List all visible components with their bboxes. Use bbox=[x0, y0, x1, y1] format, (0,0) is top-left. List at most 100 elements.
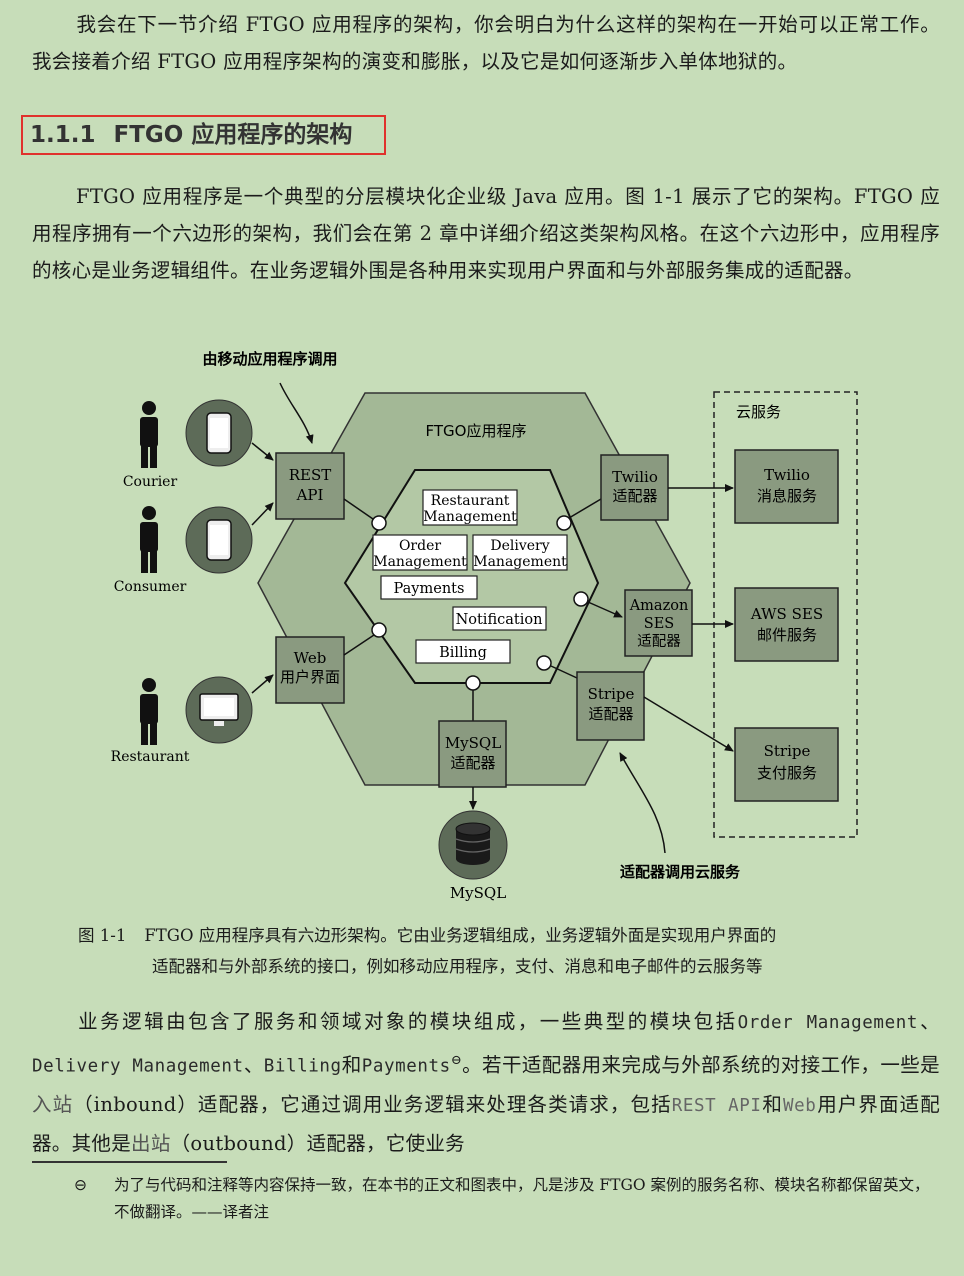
annotation-cloud: 适配器调用云服务 bbox=[620, 863, 741, 881]
order-module-line1: Order bbox=[399, 538, 441, 554]
rest-port bbox=[371, 515, 387, 531]
order-management-module bbox=[372, 534, 468, 571]
term-outbound: 出站 bbox=[131, 1131, 171, 1155]
architecture-paragraph: FTGO 应用程序是一个典型的分层模块化企业级 Java 应用。图 1-1 展示… bbox=[32, 185, 940, 282]
code-web: Web bbox=[782, 1095, 817, 1116]
restaurant-monitor-stand bbox=[214, 721, 224, 726]
database-icon bbox=[438, 810, 508, 880]
database-band-2 bbox=[455, 848, 491, 853]
restaurant-management-module bbox=[422, 489, 518, 526]
amazon-port bbox=[573, 591, 589, 607]
consumer-head bbox=[142, 506, 156, 520]
amazon-ses-adapter bbox=[624, 589, 693, 657]
term-inbound: 入站 bbox=[32, 1092, 74, 1116]
restaurant-head bbox=[142, 678, 156, 692]
twilio-port bbox=[556, 515, 572, 531]
consumer-body bbox=[140, 522, 158, 552]
footnote-text: 为了与代码和注释等内容保持一致，在本书的正文和图表中，凡是涉及 FTGO 案例的… bbox=[114, 1176, 930, 1221]
web-ui-line2: 用户界面 bbox=[280, 668, 340, 686]
stripe-adapter bbox=[576, 671, 645, 741]
section-number: 1.1.1 bbox=[30, 122, 96, 148]
web-ui-adapter bbox=[275, 636, 345, 704]
twilio-adapter-line2: 适配器 bbox=[612, 487, 657, 505]
restaurant-monitor-icon bbox=[185, 676, 253, 744]
cloud-label: 云服务 bbox=[736, 403, 781, 421]
mysql-adapter bbox=[438, 720, 507, 788]
notification-module bbox=[452, 606, 547, 631]
restaurant-body bbox=[140, 694, 158, 724]
billing-module bbox=[415, 639, 511, 664]
stripe-port bbox=[536, 655, 552, 671]
twilio-service-line1: Twilio bbox=[764, 466, 810, 484]
code-payments: Payments bbox=[361, 1056, 451, 1077]
stripe-service-line1: Stripe bbox=[764, 742, 811, 760]
annotation-mobile: 由移动应用程序调用 bbox=[202, 350, 337, 368]
consumer-phone-icon bbox=[185, 506, 253, 574]
payments-module bbox=[380, 575, 478, 600]
restaurant-module-line1: Restaurant bbox=[431, 493, 510, 509]
footnote: ⊖ 为了与代码和注释等内容保持一致，在本书的正文和图表中，凡是涉及 FTGO 案例… bbox=[74, 1172, 944, 1226]
mysql-adapter-line2: 适配器 bbox=[450, 754, 495, 772]
stripe-to-service-arrow bbox=[643, 696, 734, 752]
caption-line1: FTGO 应用程序具有六边形架构。它由业务逻辑组成，业务逻辑外面是实现用户界面的 bbox=[144, 926, 777, 945]
twilio-adapter bbox=[600, 454, 669, 521]
courier-leg-right bbox=[150, 446, 157, 468]
web-to-core-line bbox=[343, 634, 375, 656]
section-highlight-box bbox=[21, 115, 386, 155]
amazon-port-line bbox=[587, 601, 623, 618]
notification-module-label: Notification bbox=[456, 612, 543, 628]
rest-api-adapter bbox=[275, 452, 345, 520]
courier-actor bbox=[140, 401, 158, 468]
aws-service-line1: AWS SES bbox=[750, 605, 823, 623]
order-module-line2: Management bbox=[373, 554, 467, 570]
web-ui-line1: Web bbox=[294, 649, 327, 667]
database-cylinder-top bbox=[455, 822, 491, 836]
rest-to-core-line bbox=[343, 498, 374, 520]
courier-leg-left bbox=[141, 446, 148, 468]
code-rest-api: REST API bbox=[671, 1095, 762, 1116]
mysql-adapter-line1: MySQL bbox=[445, 734, 501, 752]
courier-to-rest-arrow bbox=[251, 442, 274, 461]
code-order-management: Order Management bbox=[737, 1013, 918, 1033]
twilio-service bbox=[734, 449, 839, 524]
restaurant-label: Restaurant bbox=[111, 749, 190, 765]
footnote-ref[interactable]: ⊖ bbox=[450, 1053, 463, 1068]
restaurant-to-web-arrow bbox=[251, 674, 274, 694]
courier-phone-icon bbox=[185, 399, 253, 467]
consumer-leg-right bbox=[150, 551, 157, 573]
footnote-mark: ⊖ bbox=[74, 1176, 87, 1194]
aws-ses-service bbox=[734, 587, 839, 662]
stripe-port-line bbox=[550, 665, 578, 679]
figure-number: 图 1-1 bbox=[78, 926, 127, 945]
mysql-db-label: MySQL bbox=[450, 884, 506, 902]
twilio-adapter-line1: Twilio bbox=[612, 468, 658, 486]
intro-paragraph: 我会在下一节介绍 FTGO 应用程序的架构，你会明白为什么这样的架构在一开始可以… bbox=[32, 13, 940, 73]
restaurant-monitor-screen bbox=[204, 698, 234, 716]
app-label: FTGO应用程序 bbox=[426, 422, 527, 440]
twilio-service-line2: 消息服务 bbox=[757, 487, 817, 505]
amazon-adapter-line2: SES bbox=[644, 616, 674, 632]
annotation-cloud-arrow bbox=[619, 752, 666, 854]
consumer-leg-left bbox=[141, 551, 148, 573]
twilio-port-line bbox=[568, 498, 602, 519]
web-port bbox=[371, 622, 387, 638]
payments-module-label: Payments bbox=[394, 581, 465, 597]
stripe-adapter-line2: 适配器 bbox=[588, 705, 633, 723]
delivery-management-module bbox=[472, 534, 568, 571]
cloud-boundary bbox=[713, 391, 858, 838]
delivery-module-line2: Management bbox=[473, 554, 567, 570]
delivery-module-line1: Delivery bbox=[490, 538, 549, 554]
amazon-adapter-line1: Amazon bbox=[629, 598, 689, 614]
restaurant-leg-right bbox=[150, 723, 157, 745]
mysql-port bbox=[465, 675, 481, 691]
consumer-phone-screen bbox=[210, 525, 228, 555]
courier-label: Courier bbox=[123, 474, 178, 490]
modules-paragraph: 业务逻辑由包含了服务和领域对象的模块组成，一些典型的模块包括Order Mana… bbox=[32, 1010, 940, 1155]
stripe-service-line2: 支付服务 bbox=[757, 764, 817, 782]
consumer-actor bbox=[140, 506, 158, 573]
restaurant-module-line2: Management bbox=[423, 509, 517, 525]
stripe-adapter-line1: Stripe bbox=[588, 685, 635, 703]
rest-api-line1: REST bbox=[289, 466, 332, 484]
courier-body bbox=[140, 417, 158, 447]
